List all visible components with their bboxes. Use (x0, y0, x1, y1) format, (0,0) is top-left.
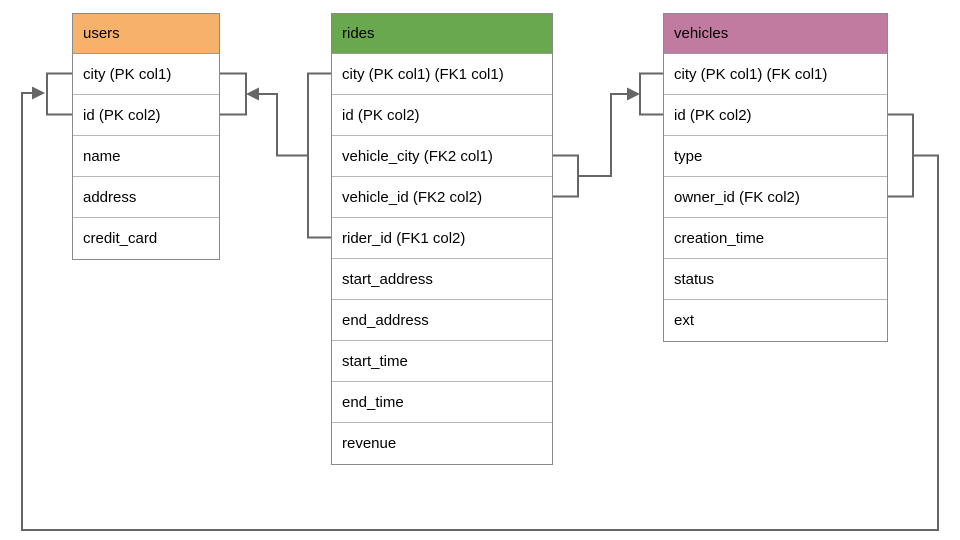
table-header-rides: rides (332, 14, 552, 54)
column-label: id (PK col2) (674, 106, 752, 124)
table-header-users: users (73, 14, 219, 54)
table-rides: rides city (PK col1) (FK1 col1) id (PK col… (331, 13, 553, 465)
table-row: id (PK col2) (664, 95, 887, 136)
table-row: vehicle_city (FK2 col1) (332, 136, 552, 177)
column-label: id (PK col2) (83, 106, 161, 124)
column-label: start_address (342, 270, 433, 288)
table-row: credit_card (73, 218, 219, 259)
column-label: name (83, 147, 121, 165)
column-label: end_address (342, 311, 429, 329)
table-row: status (664, 259, 887, 300)
column-label: revenue (342, 435, 397, 452)
table-row: id (PK col2) (73, 95, 219, 136)
table-row: end_time (332, 382, 552, 423)
table-row: id (PK col2) (332, 95, 552, 136)
column-label: end_time (342, 393, 404, 411)
column-label: vehicle_city (FK2 col1) (342, 147, 493, 165)
column-label: owner_id (FK col2) (674, 188, 800, 206)
table-row: city (PK col1) (73, 54, 219, 95)
table-row: city (PK col1) (FK1 col1) (332, 54, 552, 95)
table-row: address (73, 177, 219, 218)
table-row: creation_time (664, 218, 887, 259)
column-label: rider_id (FK1 col2) (342, 229, 466, 247)
column-label: city (PK col1) (83, 65, 172, 83)
column-label: ext (674, 312, 695, 329)
table-row: start_address (332, 259, 552, 300)
table-row: type (664, 136, 887, 177)
table-row: owner_id (FK col2) (664, 177, 887, 218)
table-vehicles: vehicles city (PK col1) (FK col1) id (PK c… (663, 13, 888, 342)
table-row: revenue (332, 423, 552, 464)
table-row: start_time (332, 341, 552, 382)
column-label: vehicle_id (FK2 col2) (342, 188, 483, 206)
table-row: name (73, 136, 219, 177)
table-row: rider_id (FK1 col2) (332, 218, 552, 259)
table-row: end_address (332, 300, 552, 341)
column-label: id (PK col2) (342, 106, 420, 124)
table-users: users city (PK col1) id (PK col2) name addre… (72, 13, 220, 260)
column-label: type (674, 147, 703, 165)
table-row: ext (664, 300, 887, 341)
column-label: city (PK col1) (FK1 col1) (342, 65, 504, 83)
table-title: users (83, 25, 120, 42)
column-label: credit_card (83, 230, 158, 247)
column-label: address (83, 188, 137, 206)
column-label: city (PK col1) (FK col1) (674, 65, 828, 83)
column-label: start_time (342, 352, 408, 370)
table-row: city (PK col1) (FK col1) (664, 54, 887, 95)
table-header-vehicles: vehicles (664, 14, 887, 54)
table-row: vehicle_id (FK2 col2) (332, 177, 552, 218)
column-label: creation_time (674, 229, 765, 247)
table-title: vehicles (674, 25, 729, 42)
column-label: status (674, 270, 715, 288)
table-title: rides (342, 25, 375, 42)
